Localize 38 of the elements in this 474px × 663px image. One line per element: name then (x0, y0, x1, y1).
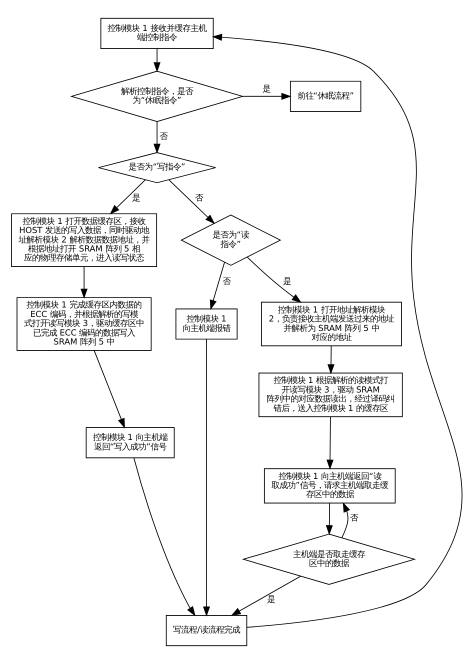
arrow (154, 120, 161, 154)
node-box: 写流程/读流程完成 (166, 614, 248, 646)
edge-label: 是 (267, 594, 276, 604)
arrow (110, 178, 146, 214)
arrow (80, 266, 88, 298)
arrow (133, 456, 196, 616)
node-diamond: 是否为“写指令” (98, 152, 216, 183)
arrow (246, 256, 302, 302)
node-diamond: 解析控制指令，是否为“休眠指令” (70, 70, 244, 122)
node-box: 控制模块 1 向主机端报错 (176, 308, 238, 340)
node-box: 前往“休眠流程” (290, 80, 362, 112)
edge-label: 否 (160, 130, 168, 141)
arrow (242, 92, 292, 100)
arrow (326, 416, 334, 470)
node-box: 控制模块 1 向主机端返回“读取成功”信号，请求主机端取走缓存区中的数据 (264, 468, 396, 503)
node-box: 控制模块 1 根据解析的读模式打开读写模块 3，驱动 SRAM 阵列中的对应数据读出，经过译码纠错后，送入控制模块 1 的缓存区 (258, 372, 403, 417)
edge-label: 否 (350, 512, 358, 522)
edge-label: 否 (222, 276, 231, 286)
node-diamond: 主机端是否取走缓存区中的数据 (242, 533, 416, 584)
arrow (203, 338, 210, 616)
arrow (168, 178, 215, 224)
arrow (326, 502, 333, 535)
node-box: 控制模块 1 向主机端返回“写入成功”信号 (86, 426, 175, 458)
node-box: 控制模块 1 接收并缓存主机端控制指令 (100, 17, 214, 48)
edge-label: 是 (262, 82, 270, 93)
arrow (210, 261, 225, 310)
arrow (94, 350, 125, 428)
arrow (341, 502, 350, 538)
edge-label: 是 (283, 276, 292, 286)
arrow (327, 345, 335, 374)
node-box: 控制模块 1 打开数据缓存区，接收 HOST 发送的写入数据，同时驱动地址解析模块 2 解析数据数据地址，并根据地址打开 SRAM 阵列 5 相应的物理存储单元，进入读写状态 (11, 212, 158, 266)
edge-label: 否 (194, 192, 203, 202)
arrow (154, 48, 161, 72)
node-box: 控制模块 1 打开地址解析模块 2，负责接收主机端发送过来的地址并解析为 SRAM 阵列 5 中对应的地址 (261, 301, 402, 346)
arrow (212, 33, 462, 628)
edge-label: 是 (132, 192, 140, 202)
node-box: 控制模块 1 完成缓存区内数据的 ECC 编码，并根据解析的写模式打开读写模块 3，驱动缓存区中已完成 ECC 编码的数据写入 SRAM 阵列 5 中 (16, 296, 152, 350)
arrow (230, 575, 301, 616)
